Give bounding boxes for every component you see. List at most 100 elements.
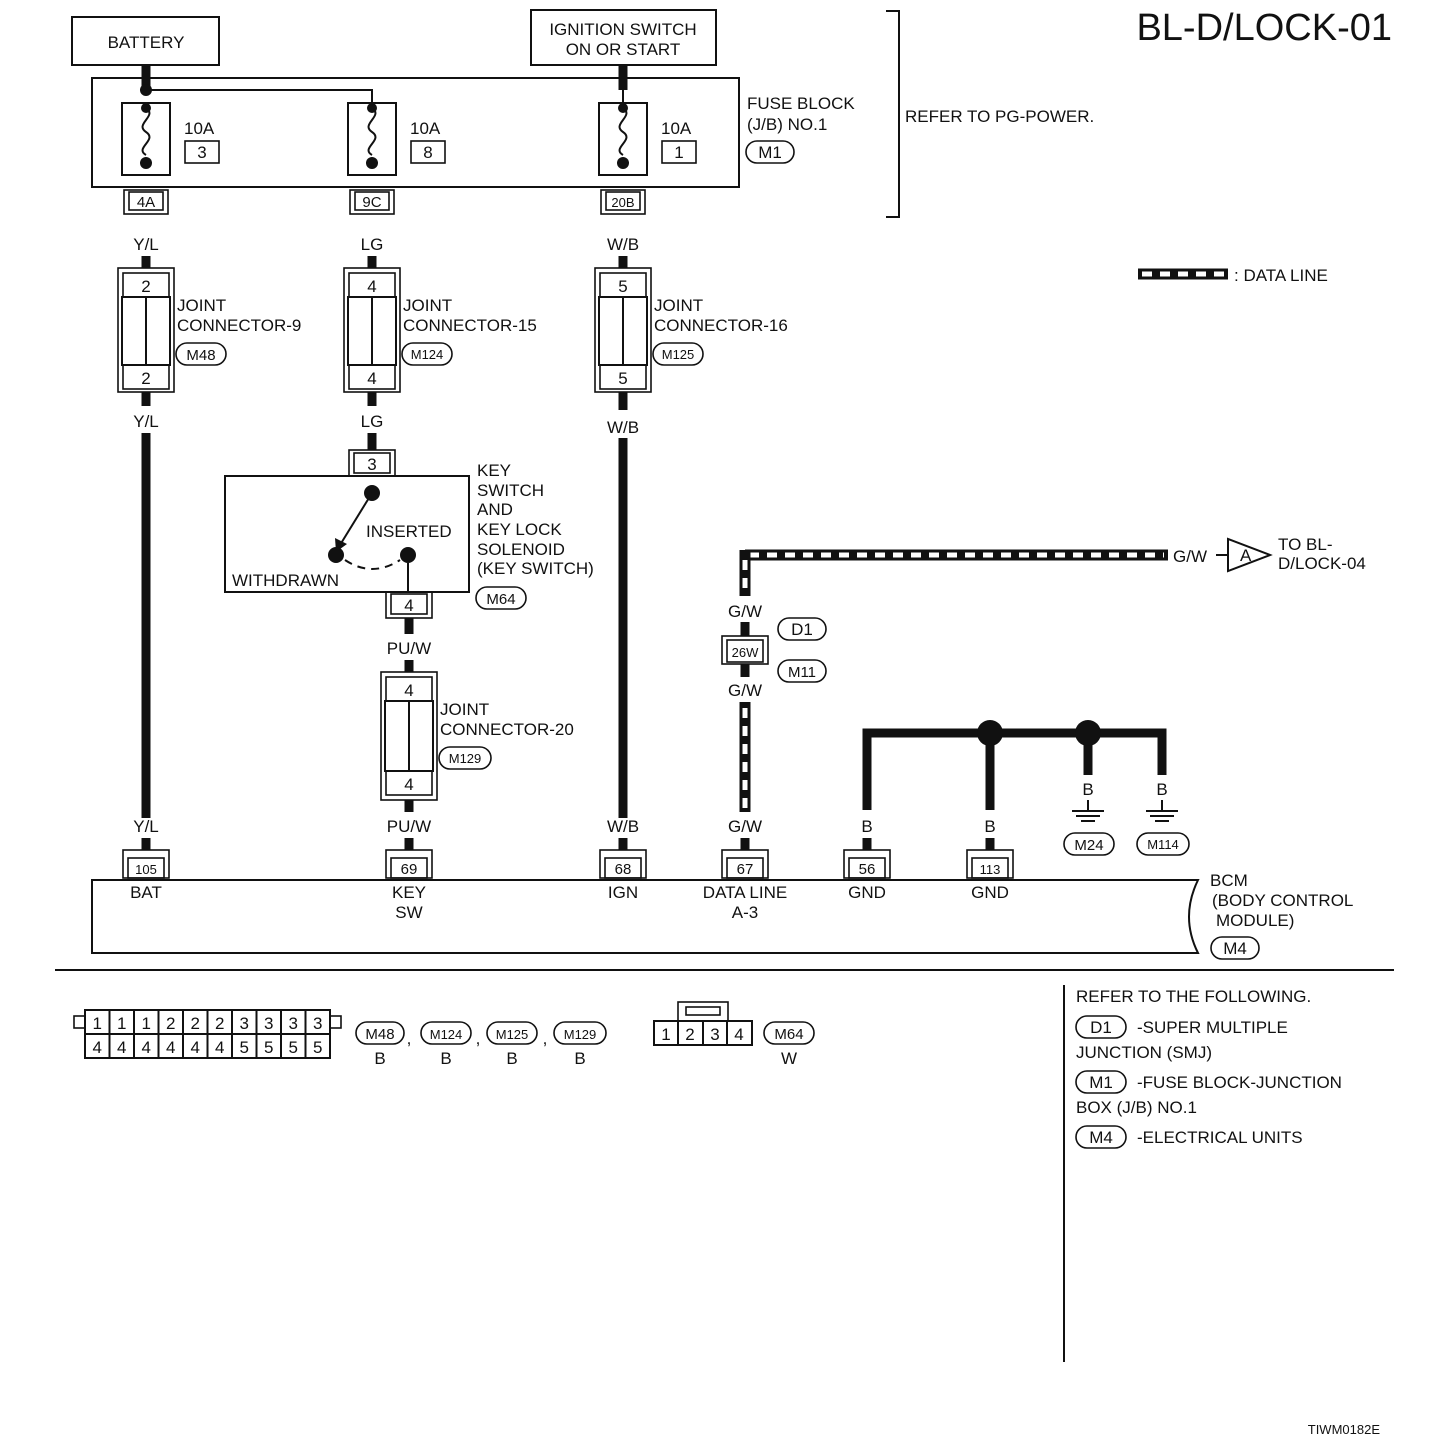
wire-color-yl-3: Y/L (133, 817, 159, 836)
joint-20-label-2: CONNECTOR-20 (440, 720, 574, 739)
bcm-pin-name-a3: A-3 (732, 903, 758, 922)
wire-color-gw-2: G/W (728, 681, 762, 700)
wire-color-gw-1: G/W (728, 602, 762, 621)
key-switch-connector: M64 (486, 591, 515, 608)
svg-text:68: 68 (615, 861, 632, 878)
fuse-terminal-20b: 20B (600, 189, 646, 215)
face-pin-bottom: 5 (313, 1038, 322, 1057)
fuse-terminal-9c: 9C (349, 189, 395, 215)
face-pin-bottom: 4 (93, 1038, 102, 1057)
key-switch-withdrawn-label: WITHDRAWN (232, 571, 339, 590)
fuse-3-amp: 10A (661, 119, 692, 138)
joint-face-color-2: B (440, 1049, 451, 1068)
joint-face-color-4: B (574, 1049, 585, 1068)
joint-20-label-1: JOINT (440, 700, 489, 719)
wire-color-yl-1: Y/L (133, 235, 159, 254)
joint-face-sep-1: , (407, 1029, 412, 1048)
refer-item-d1-text-2: JUNCTION (SMJ) (1076, 1043, 1212, 1062)
wire-color-b-1: B (861, 817, 872, 836)
refer-title: REFER TO THE FOLLOWING. (1076, 987, 1311, 1006)
bcm-pin-name-data-line: DATA LINE (703, 883, 787, 902)
joint-connector-15: 4 4 (343, 267, 401, 393)
wire-color-puw-1: PU/W (387, 639, 431, 658)
refer-item-m1-text-1: -FUSE BLOCK-JUNCTION (1137, 1073, 1342, 1092)
joint-15-label-1: JOINT (403, 296, 452, 315)
fuse-1-amp: 10A (184, 119, 215, 138)
joint-face-conn-2: M124 (430, 1027, 463, 1042)
svg-text:56: 56 (859, 861, 876, 878)
face-pin-top: 3 (264, 1014, 273, 1033)
svg-text:: DATA LINE: : DATA LINE (1234, 266, 1328, 285)
face-pin-top: 1 (117, 1014, 126, 1033)
refer-item-m1-conn: M1 (1089, 1073, 1113, 1092)
smj-connector-m11: M11 (788, 664, 816, 681)
joint-15-connector: M124 (411, 347, 444, 362)
wire-color-gw-to: G/W (1173, 547, 1207, 566)
svg-text:4: 4 (404, 775, 413, 794)
svg-text:113: 113 (980, 862, 1001, 877)
bcm-pin-name-gnd-1: GND (848, 883, 886, 902)
joint-16-label-1: JOINT (654, 296, 703, 315)
fuse-block-refer: REFER TO PG-POWER. (905, 107, 1094, 126)
face-pin-bottom: 5 (289, 1038, 298, 1057)
wire-color-lg-1: LG (361, 235, 384, 254)
to-other-line1: TO BL- (1278, 535, 1332, 554)
svg-text:20B: 20B (611, 195, 634, 210)
joint-20-connector: M129 (449, 751, 482, 766)
joint-face-sep-3: , (543, 1029, 548, 1048)
ignition-label-line2: ON OR START (566, 40, 681, 59)
wire-color-b-gnd1: B (1082, 780, 1093, 799)
svg-text:4: 4 (367, 277, 376, 296)
ground-icon (1146, 800, 1178, 822)
joint-9-label-2: CONNECTOR-9 (177, 316, 301, 335)
svg-text:3: 3 (367, 455, 376, 474)
fuse-block-connector: M1 (758, 143, 782, 162)
joint-face-sep-2: , (476, 1029, 481, 1048)
svg-text:5: 5 (618, 277, 627, 296)
joint-connector-20: 4 4 (380, 671, 438, 801)
key-switch-connector-face: 1 2 3 4 (653, 1001, 753, 1046)
battery-label: BATTERY (108, 33, 185, 52)
svg-text:1: 1 (661, 1025, 670, 1044)
face-pin-top: 1 (93, 1014, 102, 1033)
smj-connector-d1: D1 (791, 620, 813, 639)
bcm-pin-name-ign: IGN (608, 883, 638, 902)
face-pin-top: 2 (166, 1014, 175, 1033)
ignition-label-line1: IGNITION SWITCH (549, 20, 696, 39)
wire-color-wb-3: W/B (607, 817, 639, 836)
bcm-pin-68: 68 (599, 849, 647, 879)
face-pin-bottom: 5 (264, 1038, 273, 1057)
fuse-3-number: 1 (674, 143, 683, 162)
face-pin-top: 3 (289, 1014, 298, 1033)
wire-color-b-gnd2: B (1156, 780, 1167, 799)
fuse-3: 10A 1 (598, 102, 697, 176)
fuse-block-label-line1: FUSE BLOCK (747, 94, 855, 113)
face-pin-bottom: 4 (117, 1038, 126, 1057)
face-pin-top: 3 (313, 1014, 322, 1033)
refer-item-m4-conn: M4 (1089, 1128, 1113, 1147)
svg-text:4: 4 (734, 1025, 743, 1044)
svg-text:4A: 4A (137, 194, 155, 211)
joint-15-label-2: CONNECTOR-15 (403, 316, 537, 335)
bcm-pin-69: 69 (385, 849, 433, 879)
joint-9-connector: M48 (186, 347, 215, 364)
face-pin-bottom: 4 (142, 1038, 151, 1057)
joint-16-connector: M125 (662, 347, 695, 362)
bcm-pin-name-key: KEY (392, 883, 426, 902)
smj-connector: 26W (721, 635, 769, 665)
doc-code: TIWM0182E (1308, 1422, 1381, 1437)
bcm-label-1: BCM (1210, 871, 1248, 890)
face-pin-top: 2 (215, 1014, 224, 1033)
key-face-conn: M64 (774, 1026, 803, 1043)
key-switch-label-1: KEY (477, 461, 511, 480)
wire-color-lg-2: LG (361, 412, 384, 431)
fuse-1-number: 3 (197, 143, 206, 162)
key-switch-label-2: SWITCH (477, 481, 544, 500)
svg-text:2: 2 (685, 1025, 694, 1044)
joint-face-color-1: B (374, 1049, 385, 1068)
bcm-pin-113: 113 (966, 849, 1014, 879)
refer-item-m1-text-2: BOX (J/B) NO.1 (1076, 1098, 1197, 1117)
svg-text:9C: 9C (362, 194, 381, 211)
wire-color-gw-3: G/W (728, 817, 762, 836)
